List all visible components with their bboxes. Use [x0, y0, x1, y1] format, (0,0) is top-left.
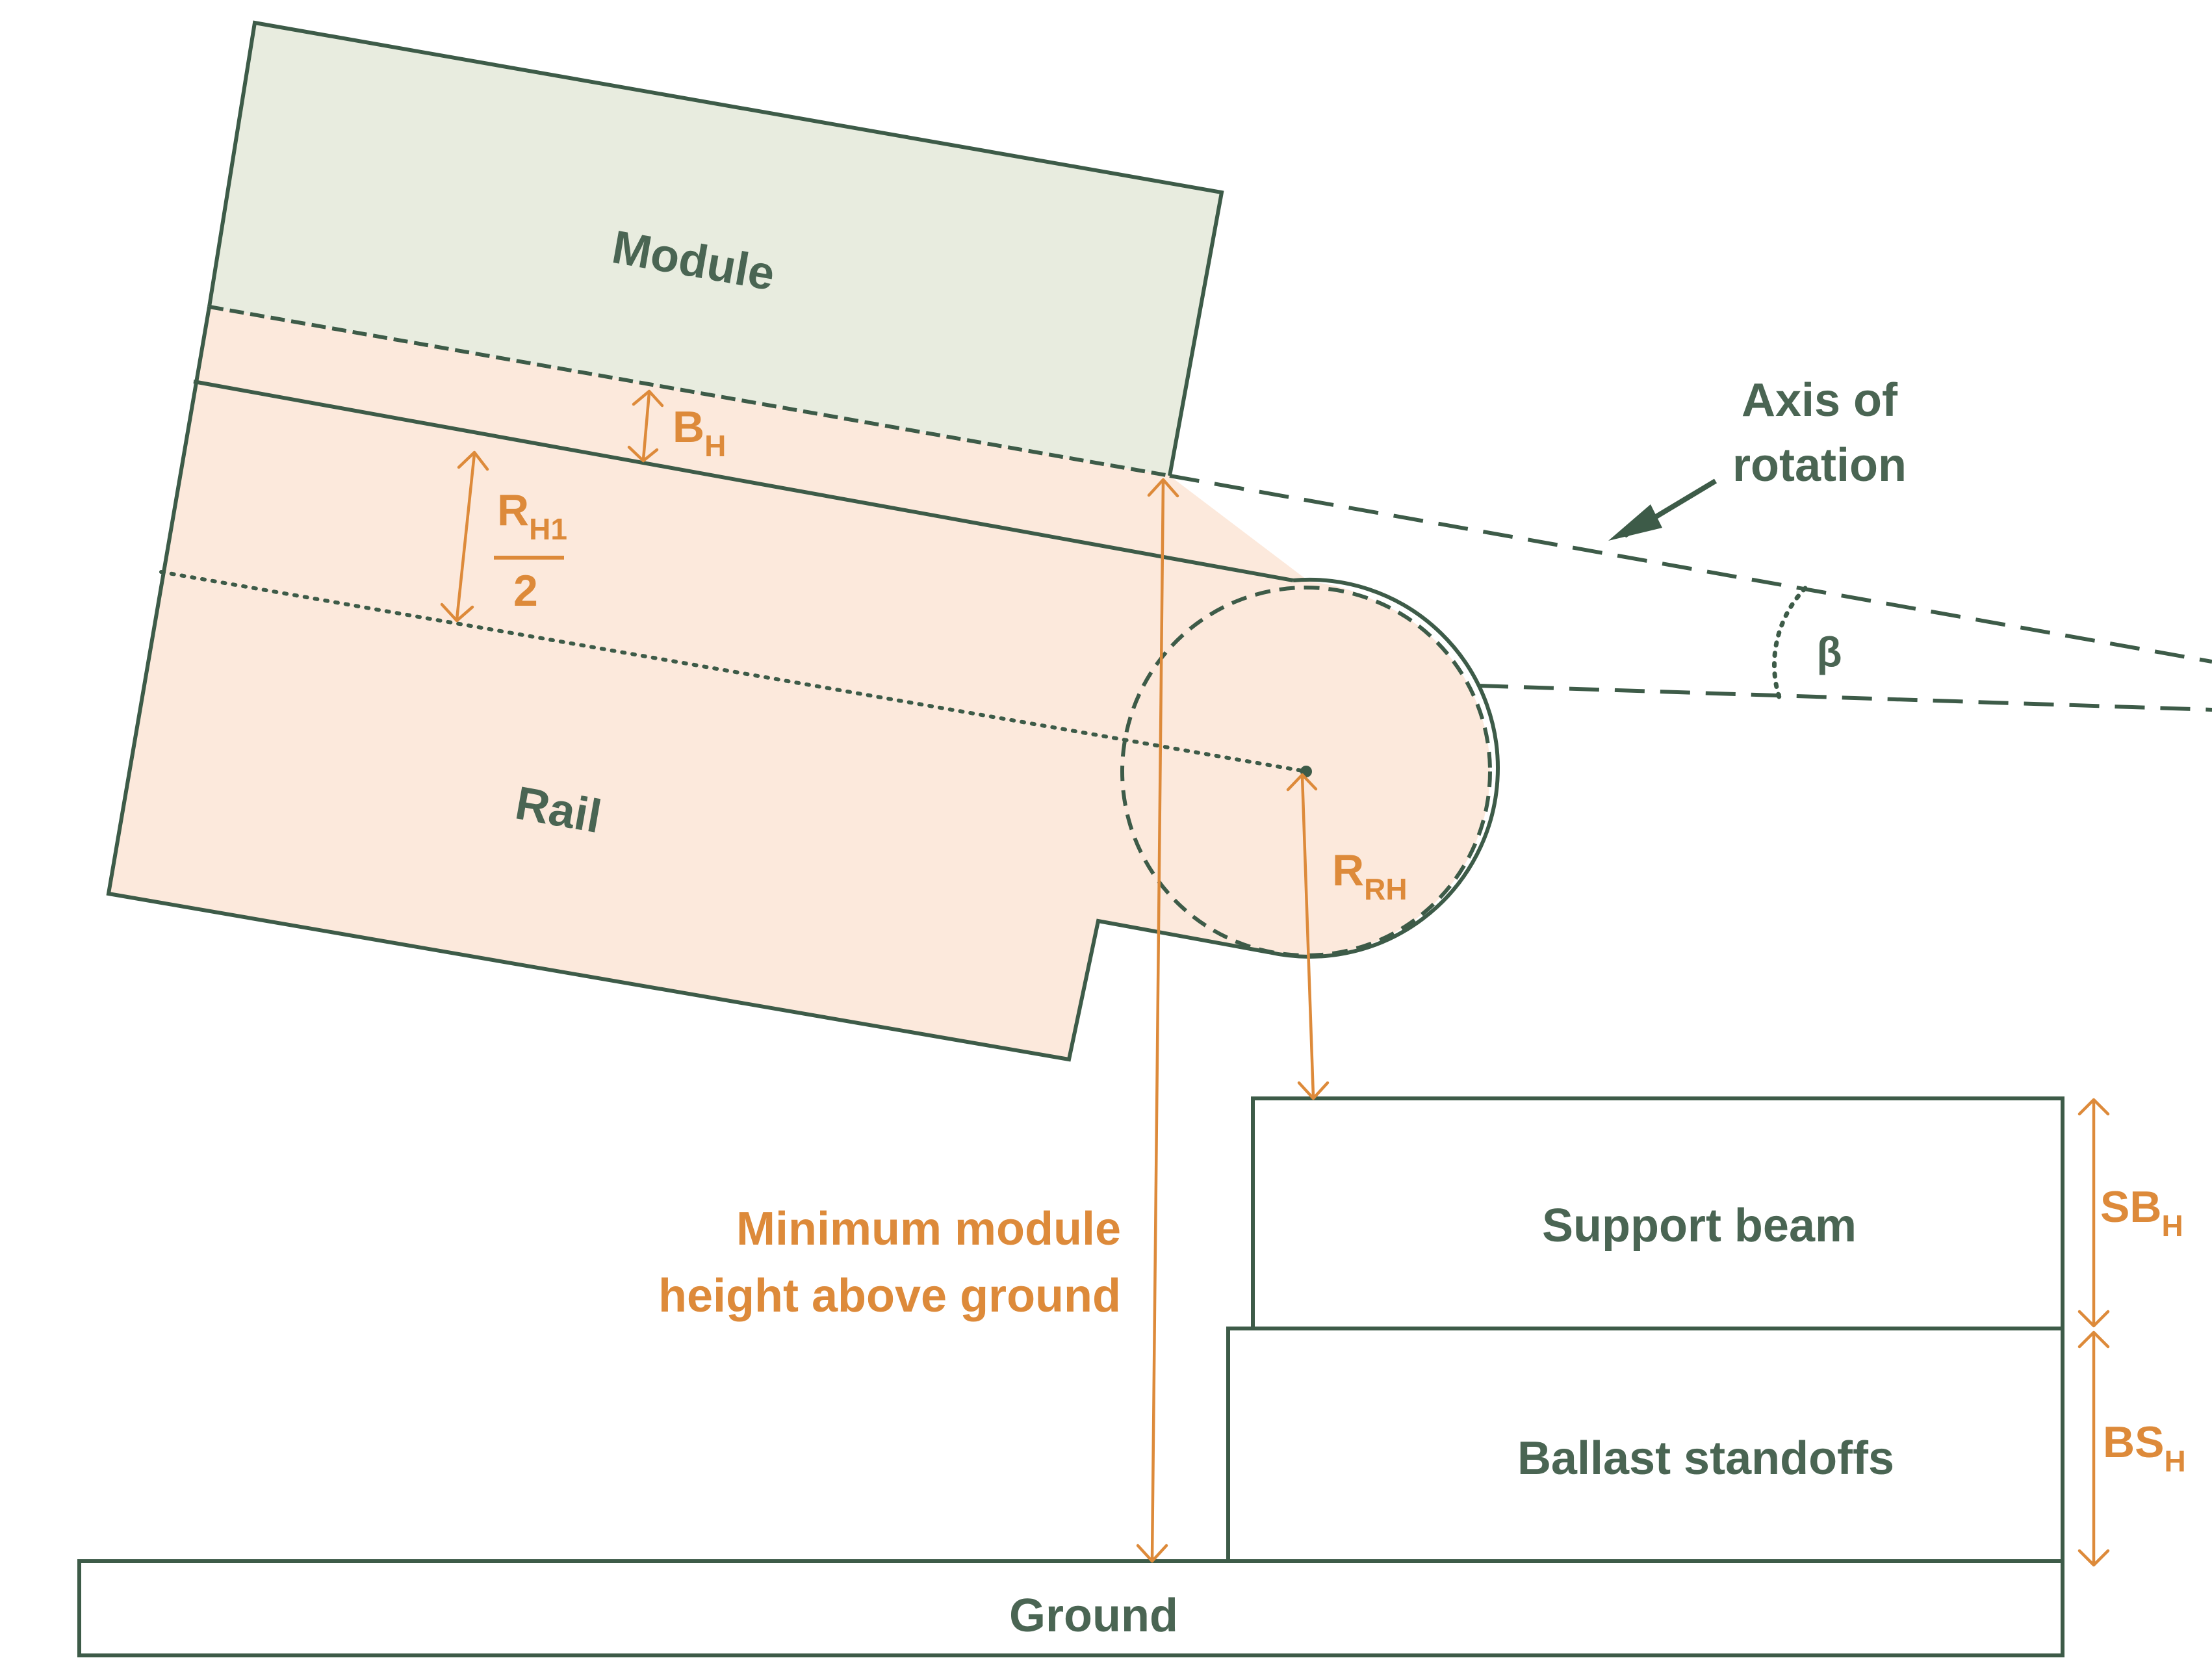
support-beam-block	[1251, 1096, 2064, 1330]
min-height-label-line2: height above ground	[658, 1270, 1121, 1322]
rh1-dimension	[440, 450, 489, 623]
axis-label-line2: rotation	[1732, 439, 1907, 491]
module-bottom-edge	[209, 305, 1170, 478]
rrh-label: RRH	[1332, 846, 1408, 906]
beta-angle-arc	[1771, 586, 1808, 700]
module-outline	[207, 20, 1224, 476]
axis-line-lower	[1478, 684, 2212, 712]
bh-dimension	[627, 389, 664, 463]
rail-body	[109, 307, 1478, 1059]
beta-label: β	[1816, 628, 1842, 675]
rh1-label: RH1	[497, 486, 567, 546]
min-height-dimension	[1136, 478, 1179, 1563]
sbh-label: SBH	[2100, 1182, 2183, 1243]
bsh-label: BSH	[2103, 1418, 2186, 1478]
rotation-circle	[1120, 586, 1492, 957]
module-panel	[209, 23, 1222, 476]
rh1-denominator: 2	[513, 566, 538, 615]
axis-line-upper	[1169, 474, 2212, 664]
axis-pointer-head	[1608, 504, 1662, 541]
bh-label: BH	[673, 402, 726, 463]
axis-label-line1: Axis of	[1742, 374, 1898, 426]
ballast-label: Ballast standoffs	[1517, 1432, 1894, 1484]
bsh-dimension	[2077, 1330, 2110, 1567]
sbh-dimension	[2077, 1098, 2110, 1328]
rrh-dimension	[1286, 773, 1330, 1100]
ground-block	[77, 1559, 2064, 1657]
rail-top-edge	[193, 380, 1294, 582]
support-beam-label: Support beam	[1542, 1200, 1857, 1252]
min-height-label-line1: Minimum module	[736, 1203, 1121, 1255]
rail-centerline	[159, 570, 1308, 773]
ground-label: Ground	[1009, 1590, 1178, 1642]
